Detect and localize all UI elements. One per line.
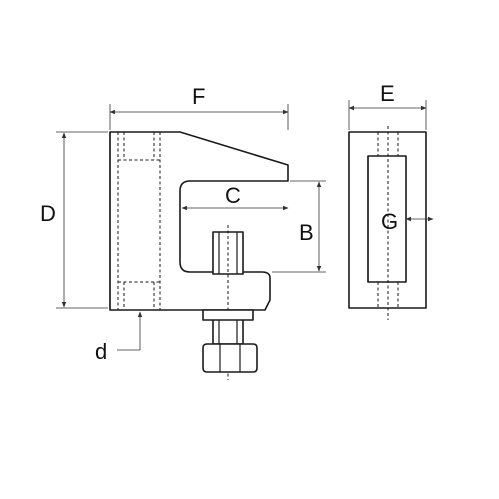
- dimension-C: C: [181, 183, 289, 211]
- label-B: B: [299, 220, 314, 245]
- dimension-F: F: [109, 84, 289, 130]
- hidden-bore-lines: [117, 132, 161, 310]
- clamp-side-view: [109, 131, 289, 380]
- dimension-G: G: [381, 209, 434, 234]
- dimension-D: D: [40, 131, 108, 309]
- dimension-d: d: [95, 311, 143, 364]
- dimension-B: B: [272, 180, 326, 273]
- label-D: D: [40, 201, 56, 226]
- washer: [202, 309, 254, 321]
- clamp-body: [109, 131, 289, 311]
- dimension-E: E: [348, 81, 427, 130]
- end-view-slot: [367, 155, 407, 283]
- label-d: d: [95, 339, 107, 364]
- label-F: F: [192, 84, 205, 109]
- label-C: C: [225, 183, 241, 208]
- hex-nut: [202, 343, 258, 373]
- label-G: G: [381, 209, 398, 234]
- end-view-hidden-lines: [377, 126, 399, 320]
- label-E: E: [380, 81, 395, 106]
